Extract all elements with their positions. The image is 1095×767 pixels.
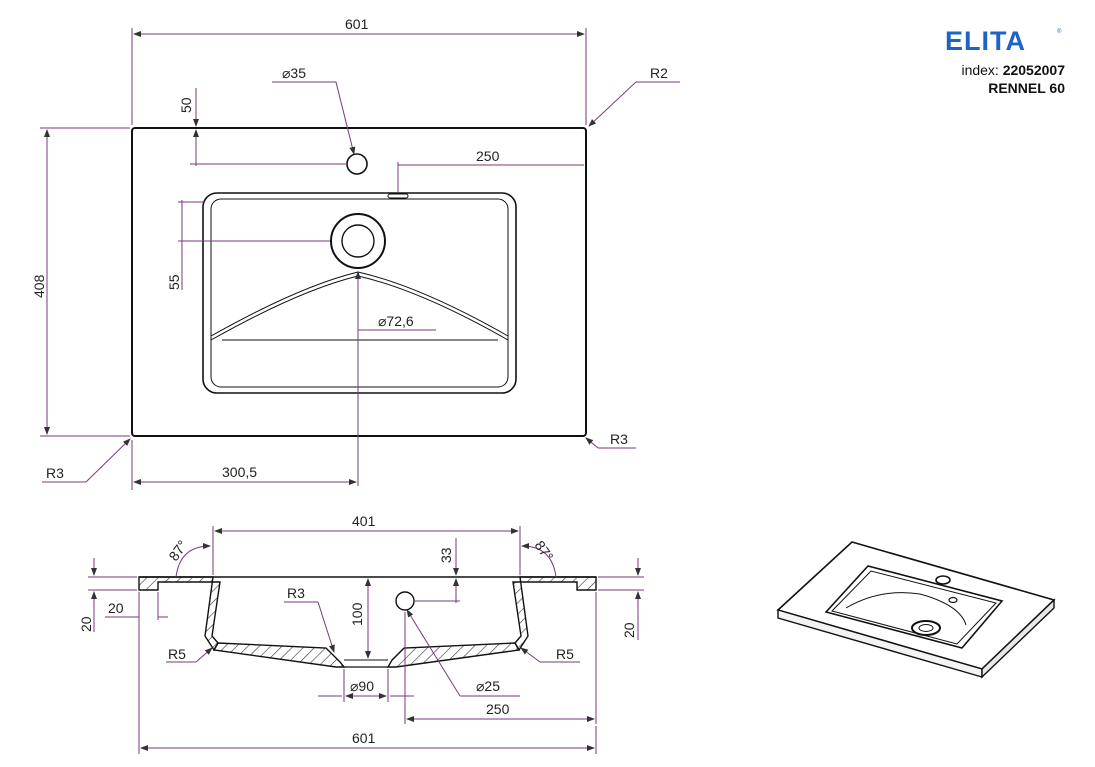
iso-overflow xyxy=(948,596,958,604)
section-bowl-floor-left xyxy=(212,642,346,668)
drain-outer xyxy=(330,213,386,269)
drain-diameter-label: ⌀72,6 xyxy=(378,313,414,329)
section-right-wall xyxy=(512,576,597,652)
dimension-ledge xyxy=(105,592,168,620)
bowl-floor-right-2 xyxy=(357,271,509,337)
bowl-width-label: 401 xyxy=(352,513,376,529)
angle-left-label: 87° xyxy=(165,537,190,564)
isometric-view xyxy=(776,541,1056,679)
r3-left-label: R3 xyxy=(46,465,64,481)
bowl-floor-left-2 xyxy=(210,271,359,337)
width-label: 601 xyxy=(345,16,369,32)
section-view: 401 87° 87° 33 20 20 xyxy=(78,513,644,754)
dimension-depth xyxy=(40,127,130,437)
countertop-outline xyxy=(131,127,587,437)
r3-inner-label: R3 xyxy=(287,585,305,601)
leader-r3-right xyxy=(585,437,636,449)
depth-label: 408 xyxy=(31,274,47,298)
r5-right-label: R5 xyxy=(556,646,574,662)
bowl-inner-outline xyxy=(210,198,509,388)
dimension-section-overflow-distance xyxy=(404,592,597,724)
tap-hole xyxy=(346,153,368,175)
bowl-outline xyxy=(202,192,517,394)
registered-mark: ® xyxy=(1057,28,1062,35)
iso-right-edge xyxy=(981,598,1055,679)
iso-bowl-rim xyxy=(824,565,1004,649)
bowl-floor-right xyxy=(357,275,509,341)
drain-90-label: ⌀90 xyxy=(350,678,374,694)
section-overflow-hole xyxy=(395,591,415,611)
overflow-distance-label: 250 xyxy=(476,148,500,164)
overflow-slot xyxy=(387,193,409,199)
bowl-depth-label: 100 xyxy=(349,602,365,626)
dimension-thickness-left xyxy=(88,558,137,632)
drain-inner xyxy=(341,224,375,258)
tap-offset-label: 50 xyxy=(178,97,194,113)
dimension-drain-90 xyxy=(318,669,414,702)
dimension-bowl-width xyxy=(212,526,521,575)
section-left-wall xyxy=(138,576,221,652)
angle-right-label: 87° xyxy=(532,538,557,565)
dimension-total-width xyxy=(138,592,597,754)
dimension-overflow-height xyxy=(414,538,460,603)
dimension-drain-offset xyxy=(178,200,330,290)
angle-right-arc xyxy=(521,543,557,578)
dimension-width xyxy=(131,28,587,125)
dimension-tap-offset xyxy=(190,88,347,166)
leader-tap-diameter xyxy=(272,81,356,155)
dimension-center-distance xyxy=(131,440,357,490)
drain-offset-label: 55 xyxy=(166,274,182,290)
overflow-height-label: 33 xyxy=(438,547,454,563)
section-bowl-floor-right xyxy=(386,642,521,668)
center-distance-label: 300,5 xyxy=(222,464,257,480)
dimension-overflow-distance xyxy=(397,162,584,192)
section-overflow-distance-label: 250 xyxy=(486,701,510,717)
leader-r2 xyxy=(588,81,680,127)
iso-drain xyxy=(911,620,941,636)
thickness-left-label: 20 xyxy=(78,616,94,632)
leader-r3-left xyxy=(42,438,131,483)
r3-right-label: R3 xyxy=(610,431,628,447)
leader-r5-right xyxy=(520,647,580,663)
bowl-floor-left xyxy=(210,275,359,341)
top-view: 601 408 50 ⌀35 R2 xyxy=(31,16,680,490)
logo-text: ELITA xyxy=(945,26,1026,54)
leader-r3-inner xyxy=(284,601,335,653)
leader-r5-left xyxy=(166,647,213,663)
product-model: RENNEL 60 xyxy=(988,80,1065,96)
iso-tap-hole xyxy=(935,575,951,585)
index-value: 22052007 xyxy=(1002,62,1065,78)
dimension-thickness-right xyxy=(598,558,644,640)
product-index: index: 22052007 xyxy=(961,62,1065,78)
total-width-label: 601 xyxy=(352,730,376,746)
tap-diameter-label: ⌀35 xyxy=(282,65,306,81)
index-label: index: xyxy=(961,62,999,78)
elita-logo: ELITA ® xyxy=(945,26,1062,54)
r2-label: R2 xyxy=(650,65,668,81)
dimension-drain-diameter xyxy=(355,271,436,486)
thickness-right-label: 20 xyxy=(621,622,637,638)
overflow-25-label: ⌀25 xyxy=(476,678,500,694)
angle-left-arc xyxy=(175,543,211,578)
r5-left-label: R5 xyxy=(168,646,186,662)
iso-bowl-floor xyxy=(845,592,967,626)
iso-drain-inner xyxy=(918,624,934,632)
leader-overflow-25 xyxy=(406,609,520,697)
ledge-label: 20 xyxy=(108,600,124,616)
